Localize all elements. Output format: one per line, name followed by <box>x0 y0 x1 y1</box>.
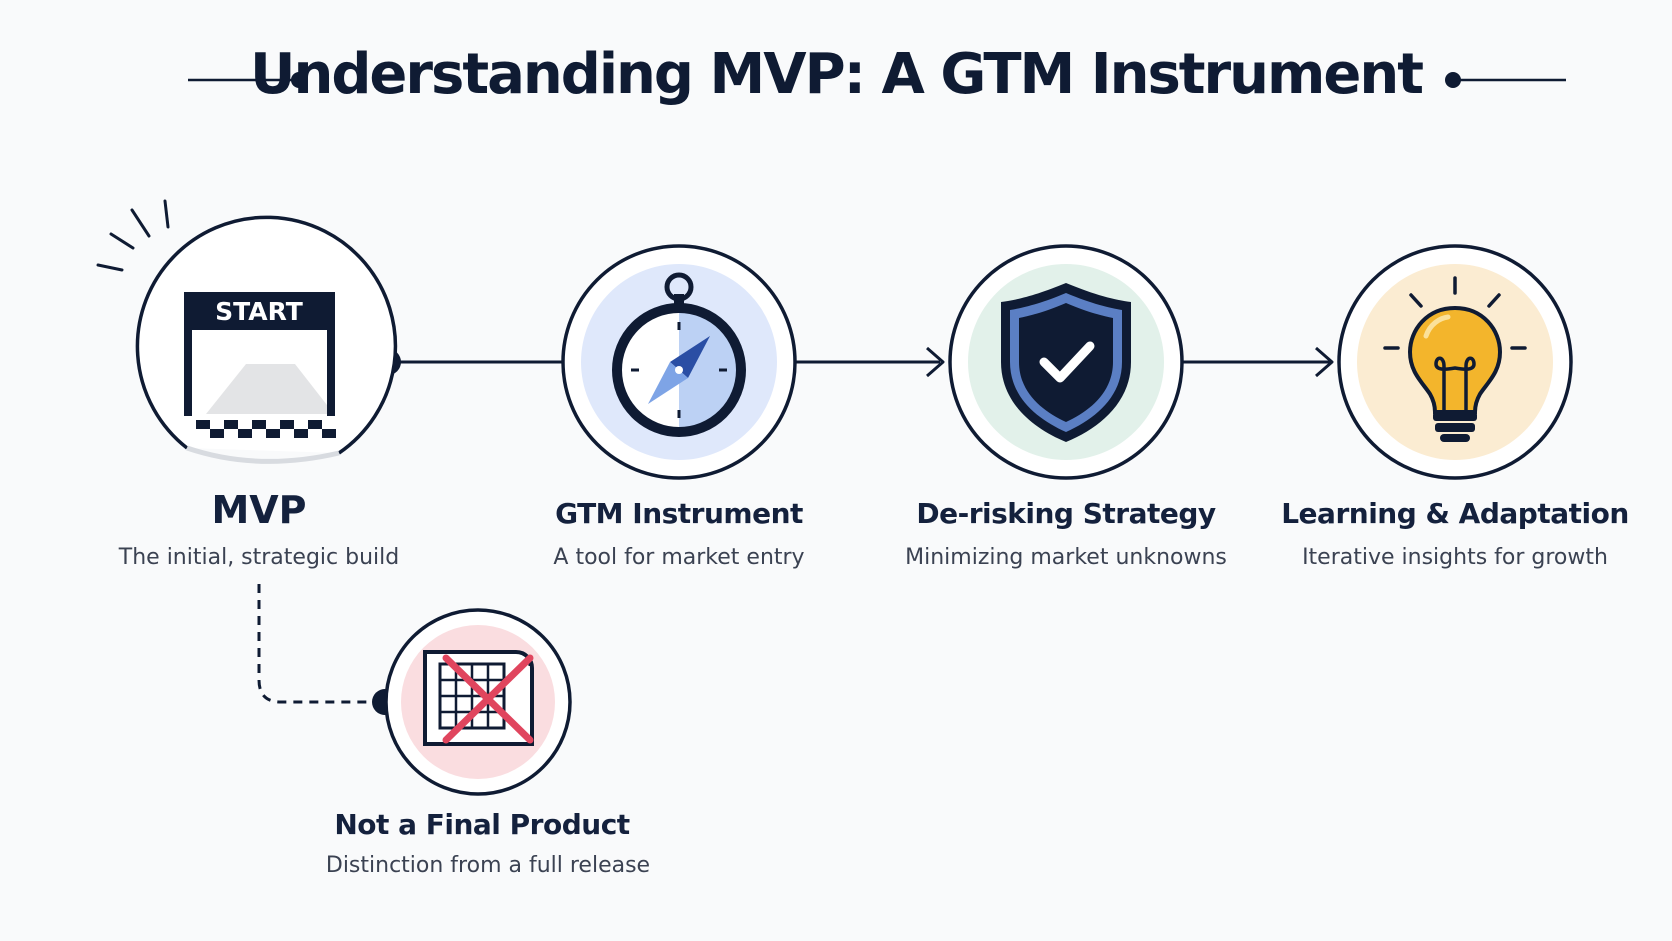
node-description-derisking: Minimizing market unknowns <box>905 545 1227 570</box>
title-decoration-right <box>1445 72 1566 88</box>
mvp-node: START <box>96 199 398 464</box>
gtm-node <box>561 244 797 480</box>
page-title: Understanding MVP: A GTM Instrument <box>249 42 1424 107</box>
node-description-mvp: The initial, strategic build <box>118 545 400 570</box>
checkered-line <box>196 420 336 438</box>
node-description-gtm: A tool for market entry <box>553 545 805 570</box>
derisking-node <box>948 244 1184 480</box>
compass-icon <box>612 272 746 437</box>
node-description-not-final: Distinction from a full release <box>325 853 651 878</box>
connector-mvp-gtm <box>375 349 565 375</box>
connector-gtm-derisking <box>795 346 945 378</box>
node-label-derisking: De-risking Strategy <box>916 497 1216 530</box>
node-label-learning: Learning & Adaptation <box>1281 497 1629 530</box>
connector-derisking-learning <box>1183 346 1334 378</box>
not-final-node <box>384 608 572 796</box>
shield-check-icon <box>1001 283 1131 442</box>
title-decoration-left <box>188 72 307 88</box>
spark-lines <box>96 199 170 272</box>
start-gate-icon <box>184 292 336 438</box>
connector-mvp-not-final <box>257 584 398 715</box>
node-label-mvp: MVP <box>211 488 307 532</box>
node-label-not-final: Not a Final Product <box>334 808 630 841</box>
start-sign-text: START <box>215 297 303 326</box>
lightbulb-icon <box>1383 276 1527 442</box>
crossed-blueprint-icon <box>423 650 534 746</box>
node-label-gtm: GTM Instrument <box>555 497 803 530</box>
node-description-learning: Iterative insights for growth <box>1302 545 1608 570</box>
learning-node <box>1337 244 1573 480</box>
